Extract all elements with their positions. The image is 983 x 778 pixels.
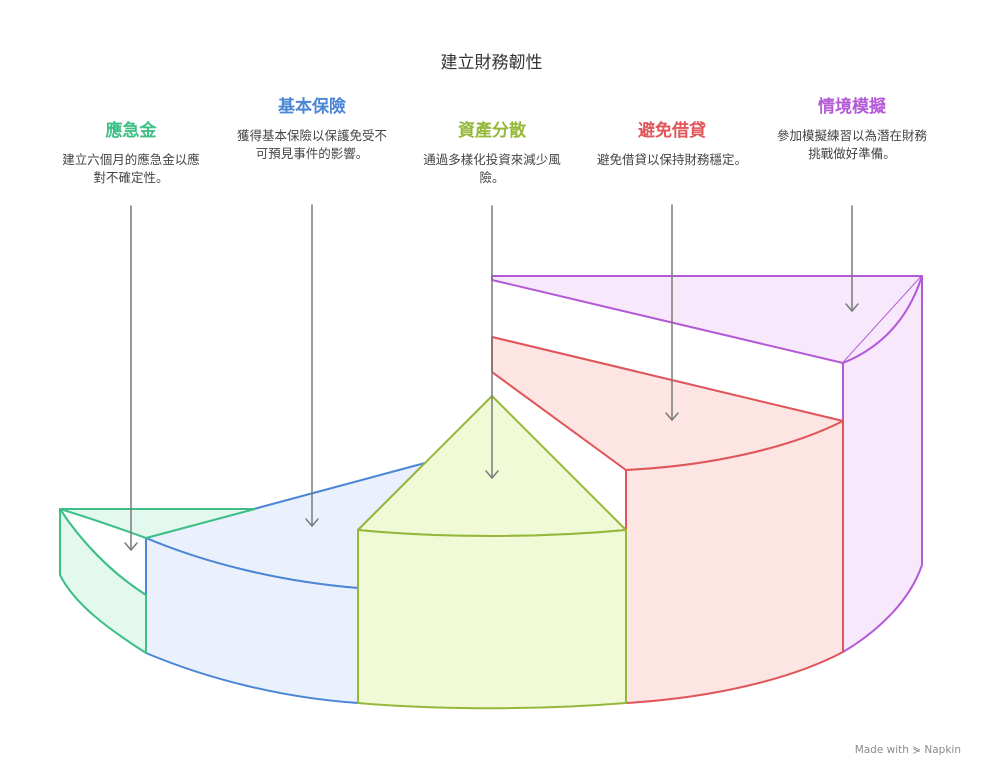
napkin-watermark: Made with ⋟ Napkin bbox=[854, 744, 961, 756]
label-scenario-simulation: 情境模擬 參加模擬練習以為潛在財務挑戰做好準備。 bbox=[777, 95, 927, 163]
arrow-emergency-fund bbox=[124, 205, 138, 551]
label-heading: 應急金 bbox=[105, 121, 157, 141]
page-title: 建立財務韌性 bbox=[440, 53, 543, 73]
label-heading: 資產分散 bbox=[458, 121, 526, 141]
label-description: 參加模擬練習以為潛在財務挑戰做好準備。 bbox=[777, 128, 928, 161]
arrow-avoid-borrowing bbox=[665, 204, 679, 421]
arrow-scenario-simulation bbox=[845, 205, 859, 312]
label-emergency-fund: 應急金 建立六個月的應急金以應對不確定性。 bbox=[56, 119, 206, 187]
label-description: 通過多樣化投資來減少風險。 bbox=[423, 152, 561, 185]
segment-green-shape bbox=[59, 508, 256, 654]
segment-purple-shape bbox=[491, 275, 923, 653]
label-description: 獲得基本保險以保護免受不可預見事件的影響。 bbox=[237, 128, 388, 161]
label-heading: 基本保險 bbox=[278, 97, 346, 117]
label-heading: 避免借貸 bbox=[638, 121, 706, 141]
label-avoid-borrowing: 避免借貸 避免借貸以保持財務穩定。 bbox=[597, 119, 747, 169]
label-description: 建立六個月的應急金以應對不確定性。 bbox=[62, 152, 200, 185]
segment-red-shape bbox=[491, 336, 844, 704]
arrow-asset-diversification bbox=[485, 205, 499, 479]
label-asset-diversification: 資產分散 通過多樣化投資來減少風險。 bbox=[417, 119, 567, 187]
segment-blue-shape bbox=[145, 462, 426, 704]
label-description: 避免借貸以保持財務穩定。 bbox=[597, 152, 748, 167]
arrow-basic-insurance bbox=[305, 204, 319, 527]
label-heading: 情境模擬 bbox=[818, 97, 886, 117]
label-basic-insurance: 基本保險 獲得基本保險以保護免受不可預見事件的影響。 bbox=[237, 95, 387, 163]
